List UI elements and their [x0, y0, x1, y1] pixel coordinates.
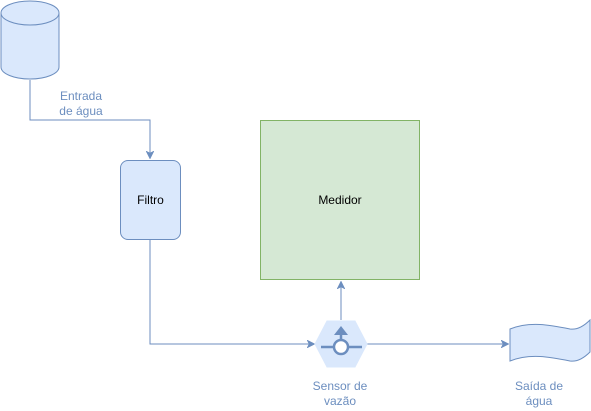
sensor-label-line2: vazão [323, 394, 357, 408]
edge-filtro-to-sensor [149, 240, 314, 344]
filtro-box[interactable]: Filtro [120, 160, 181, 240]
flow-sensor-hexagon-icon [314, 320, 368, 368]
saida-label: Saída de água [508, 379, 570, 409]
database-cylinder-icon [0, 0, 60, 80]
sensor-label: Sensor de vazão [305, 379, 375, 409]
water-wave-tape-icon [509, 318, 591, 362]
entrada-label-line1: Entrada [59, 89, 103, 103]
edge-entrada-to-filtro [29, 80, 150, 158]
sensor-label-line1: Sensor de [312, 379, 368, 393]
saida-label-line1: Saída de [514, 379, 564, 393]
filtro-label: Filtro [137, 193, 164, 207]
saida-label-line2: água [525, 394, 553, 408]
entrada-label: Entrada de água [52, 89, 110, 119]
entrada-label-line2: de água [59, 104, 103, 118]
medidor-label: Medidor [318, 193, 362, 207]
medidor-box[interactable]: Medidor [260, 120, 420, 280]
